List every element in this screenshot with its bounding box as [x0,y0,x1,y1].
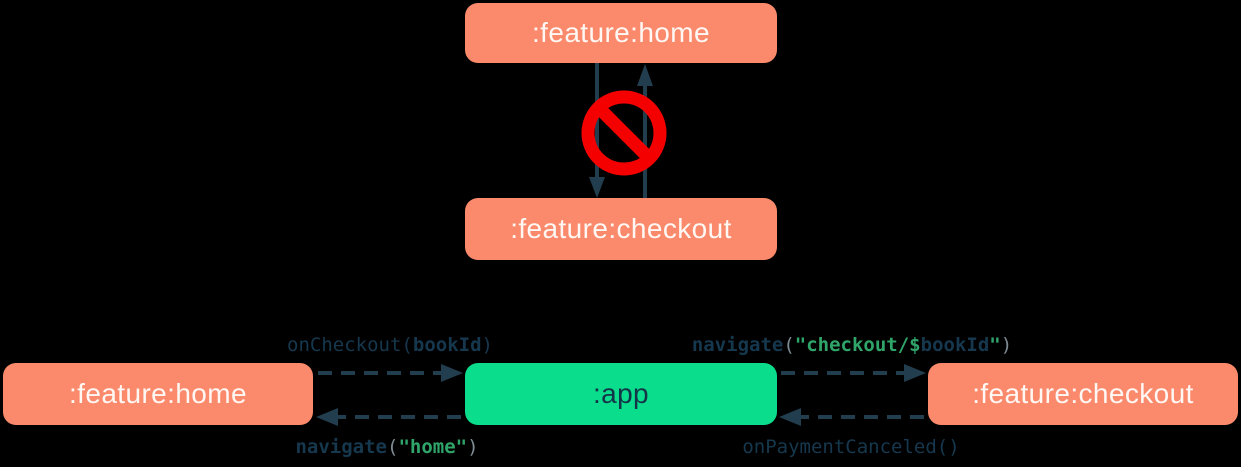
code-segment: bookId [412,334,482,356]
code-segment: ( [386,436,399,458]
arrow-checkout-to-app [779,408,924,426]
code-segment: "home" [398,436,468,458]
node-feature-checkout: :feature:checkout [928,363,1238,425]
code-segment: bookId [920,334,990,356]
code-segment: navigate [295,436,387,458]
code-label-navigate-home: navigate("home") [295,436,478,458]
code-segment: " [989,334,1001,356]
no-entry-icon [581,90,667,176]
node-label: :feature:home [69,378,247,409]
node-feature-home: :feature:home [3,363,313,425]
code-segment: ) [481,334,493,356]
node-label: :app [592,378,650,409]
code-label-onpaymentcanceled: onPaymentCanceled() [742,436,959,458]
arrow-checkout-to-home-forbidden [637,64,653,198]
node-feature-home-top: :feature:home [465,3,777,63]
code-segment: onCheckout( [287,334,413,356]
code-segment: ) [1000,334,1013,356]
node-label: :feature:home [532,17,710,48]
arrow-app-to-checkout [781,364,926,382]
node-label: :feature:checkout [972,378,1194,409]
arrow-home-to-app [318,364,463,382]
node-feature-checkout-top: :feature:checkout [465,198,777,260]
arrow-home-to-checkout-forbidden [589,63,605,198]
code-label-oncheckout: onCheckout(bookId) [287,334,493,356]
code-segment: navigate [691,334,784,356]
code-label-navigate-checkout: navigate("checkout/$bookId") [692,334,1012,356]
node-app: :app [465,363,777,425]
arrow-app-to-home [316,408,461,426]
code-segment: onPaymentCanceled() [742,436,960,458]
code-segment: "checkout/$ [794,334,921,356]
code-segment: ( [783,334,795,356]
node-label: :feature:checkout [510,213,732,244]
code-segment: ) [467,436,479,458]
